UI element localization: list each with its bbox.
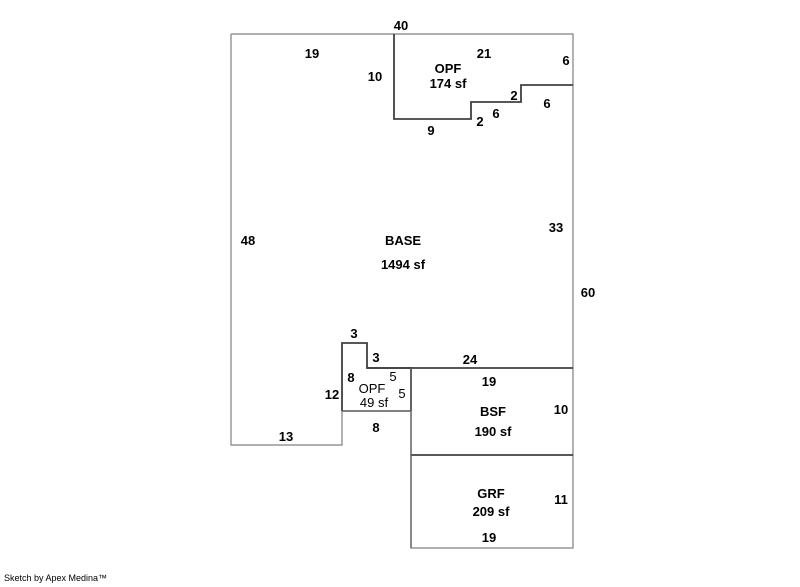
base-label: BASE <box>385 233 421 248</box>
dim-opf1-bottom: 9 <box>427 123 434 138</box>
dim-opf1-step-c: 2 <box>476 114 483 129</box>
dim-base-left: 48 <box>241 233 255 248</box>
dim-opf2-left-inner: 8 <box>347 370 354 385</box>
base-area: 1494 sf <box>381 257 426 272</box>
dim-bsf-right: 10 <box>554 402 568 417</box>
dim-grf-right: 11 <box>554 492 568 507</box>
base-outline <box>230 33 574 549</box>
dim-opf1-step-d: 6 <box>492 106 499 121</box>
opf-lower-area: 49 sf <box>360 395 389 410</box>
dim-base-bottom: 13 <box>279 429 293 444</box>
dim-base-top: 40 <box>394 18 408 33</box>
dim-opf2-step: 3 <box>372 350 379 365</box>
dim-base-right-inner: 33 <box>549 220 563 235</box>
bsf-area: 190 sf <box>475 424 513 439</box>
grf-area: 209 sf <box>473 504 511 519</box>
dim-opf1-left: 10 <box>368 69 382 84</box>
dim-grf-bottom: 19 <box>482 530 496 545</box>
dim-bsf-top: 19 <box>482 374 496 389</box>
dim-opf2-right-a: 5 <box>389 369 396 384</box>
dim-base-top-left: 19 <box>305 46 319 61</box>
dim-opf1-step-b: 6 <box>543 96 550 111</box>
dim-base-mid: 24 <box>463 352 478 367</box>
dim-opf2-right-b: 5 <box>398 386 405 401</box>
opf-upper-label: OPF <box>435 61 462 76</box>
sketch-credit: Sketch by Apex Medina™ <box>4 573 108 583</box>
bsf-label: BSF <box>480 404 506 419</box>
dim-opf1-top: 21 <box>477 46 491 61</box>
dim-base-notch-left: 12 <box>325 387 339 402</box>
opf-upper-area: 174 sf <box>430 76 468 91</box>
dim-opf1-right: 6 <box>562 53 569 68</box>
opf-upper-outline <box>393 34 573 120</box>
dim-base-right: 60 <box>581 285 595 300</box>
grf-label: GRF <box>477 486 505 501</box>
dim-opf2-bottom: 8 <box>372 420 379 435</box>
dim-opf2-top: 3 <box>350 326 357 341</box>
opf-lower-label: OPF <box>359 381 386 396</box>
dim-opf1-step-a: 2 <box>510 88 517 103</box>
